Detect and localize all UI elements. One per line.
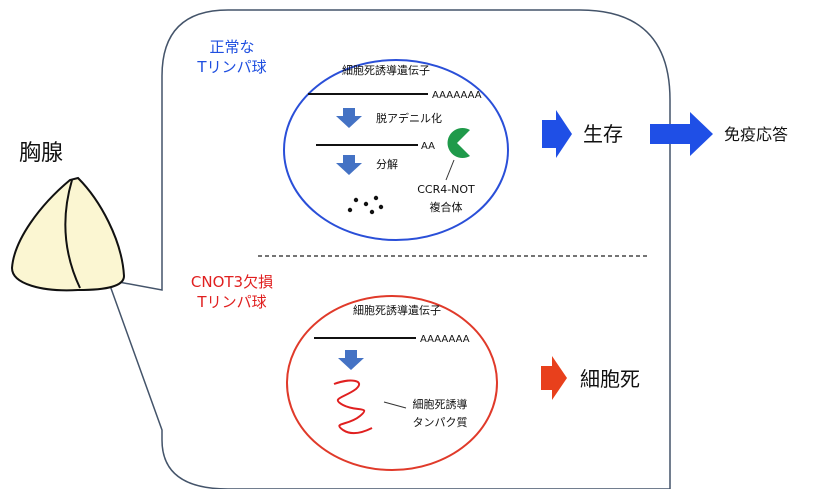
normal-outcome-next: 免疫応答 <box>724 125 788 144</box>
cnot3-title-line2: Tリンパ球 <box>196 293 266 311</box>
cnot3-cell-circle <box>286 295 498 471</box>
cnot3-gene-label: 細胞死誘導遺伝子 <box>353 303 441 317</box>
protein-squiggle-icon <box>333 379 373 435</box>
normal-cell-circle <box>283 59 509 241</box>
organ-label: 胸腺 <box>19 141 63 166</box>
normal-polya-short: AA <box>421 141 435 152</box>
callout-frame <box>106 9 671 490</box>
normal-step-deadenylation: 脱アデニル化 <box>376 111 442 125</box>
normal-title-line2: Tリンパ球 <box>196 58 266 76</box>
thymus-icon <box>10 176 126 292</box>
cnot3-arrow-down <box>338 350 364 370</box>
complex-label-line1: CCR4-NOT <box>417 183 475 196</box>
cnot3-protein-line2: タンパク質 <box>413 415 468 429</box>
cnot3-protein-line1: 細胞死誘導 <box>413 397 468 411</box>
arrow-to-cell-death <box>541 356 567 400</box>
normal-polya-full: AAAAAAA <box>432 90 482 101</box>
arrow-to-immune-response <box>650 112 713 156</box>
degraded-fragments <box>347 195 384 215</box>
pacman-icon <box>447 128 470 158</box>
normal-gene-label: 細胞死誘導遺伝子 <box>342 63 430 77</box>
cnot3-polya-full: AAAAAAA <box>420 334 470 345</box>
normal-step-degradation: 分解 <box>376 157 398 171</box>
arrow-to-survival <box>542 110 572 158</box>
normal-title-line1: 正常な <box>209 38 254 56</box>
normal-arrow-down-1 <box>336 108 362 128</box>
complex-label-line2: 複合体 <box>430 200 463 214</box>
normal-arrow-down-2 <box>336 155 362 175</box>
cnot3-outcome: 細胞死 <box>580 367 640 391</box>
complex-pointer-line <box>445 159 455 181</box>
cnot3-title-line1: CNOT3欠損 <box>191 273 273 291</box>
protein-pointer-line <box>383 401 407 409</box>
normal-outcome: 生存 <box>583 122 623 146</box>
